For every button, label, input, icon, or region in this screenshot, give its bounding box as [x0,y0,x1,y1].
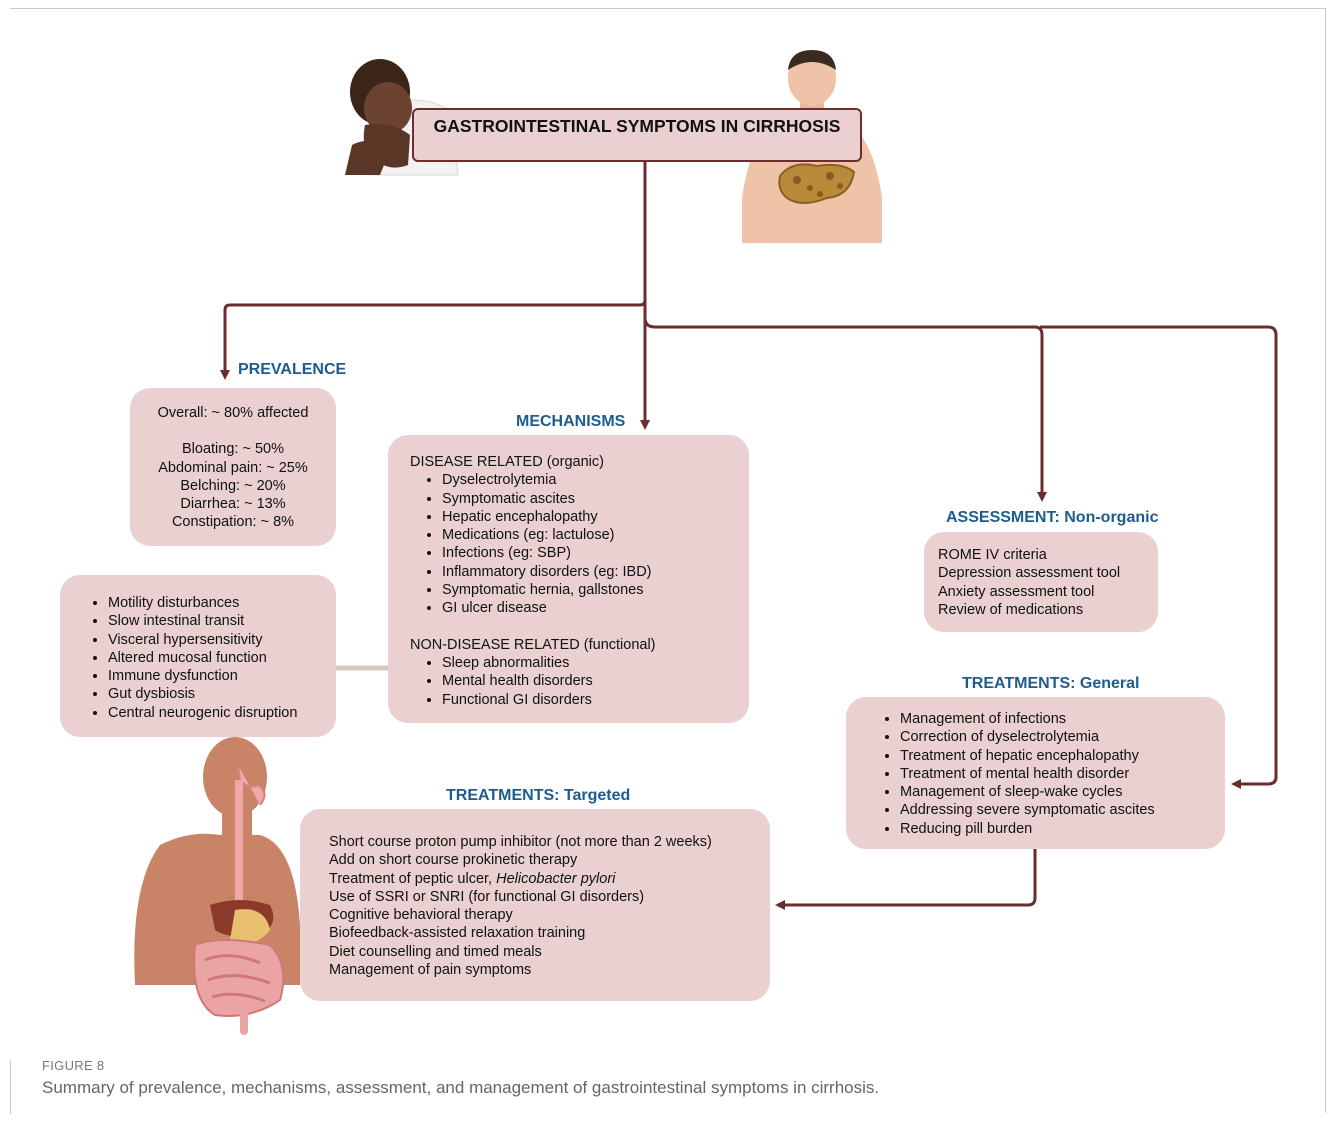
assessment-heading: ASSESSMENT: Non-organic [946,509,1159,526]
non-disease-item: Sleep abnormalities [442,654,749,672]
disease-item: Hepatic encephalopathy [442,508,749,526]
non-disease-related-label: NON-DISEASE RELATED (functional) [410,636,656,653]
general-treatment-item: Treatment of mental health disorder [900,765,1225,783]
treatments-general-box: Management of infections Correction of d… [846,697,1225,849]
targeted-item-organism: Helicobacter pylori [496,870,616,887]
mechanisms-box: DISEASE RELATED (organic) Dyselectrolyte… [388,435,749,723]
targeted-treatment-item: Management of pain symptoms [329,962,532,979]
targeted-treatment-item: Treatment of peptic ulcer, Helicobacter … [329,870,770,888]
functional-mechanism-item: Motility disturbances [108,594,336,612]
non-disease-item: Mental health disorders [442,672,749,690]
targeted-treatment-item: Add on short course prokinetic therapy [329,852,578,869]
assessment-item: Review of medications [938,601,1084,618]
prevalence-box: Overall: ~ 80% affected Bloating: ~ 50% … [130,388,336,546]
arrow-to-assessment [643,317,1047,502]
arrow-to-treatments-targeted [775,848,1037,910]
functional-mechanism-item: Altered mucosal function [108,649,336,667]
functional-mechanism-item: Slow intestinal transit [108,612,336,630]
general-treatment-item: Management of infections [900,710,1225,728]
prevalence-overall: Overall: ~ 80% affected [157,405,309,421]
assessment-box: ROME IV criteria Depression assessment t… [924,532,1158,632]
disease-related-label: DISEASE RELATED (organic) [410,454,604,470]
disease-item: Infections (eg: SBP) [442,544,749,562]
assessment-item: ROME IV criteria [938,547,1047,563]
general-treatment-item: Addressing severe symptomatic ascites [900,801,1225,819]
prevalence-heading: PREVALENCE [238,361,347,378]
non-disease-item: Functional GI disorders [442,691,749,709]
figure-frame [10,8,1326,1113]
figure-label: FIGURE 8 [42,1058,105,1073]
disease-item: GI ulcer disease [442,599,749,617]
prevalence-item: Bloating: ~ 50% [182,441,284,458]
assessment-item: Depression assessment tool [938,565,1121,582]
assessment-item: Anxiety assessment tool [938,583,1095,600]
prevalence-item: Constipation: ~ 8% [171,514,295,531]
disease-item: Medications (eg: lactulose) [442,526,749,544]
general-treatment-item: Correction of dyselectrolytemia [900,728,1225,746]
disease-item: Dyselectrolytemia [442,471,749,489]
functional-mechanism-item: Visceral hypersensitivity [108,631,336,649]
targeted-treatment-item: Use of SSRI or SNRI (for functional GI d… [329,888,645,905]
treatments-targeted-heading: TREATMENTS: Targeted [446,787,631,804]
figure-caption: Summary of prevalence, mechanisms, asses… [42,1078,880,1097]
treatments-general-heading: TREATMENTS: General [962,675,1140,692]
arrow-to-treatments-general [1040,325,1278,789]
mechanisms-heading: MECHANISMS [516,413,626,430]
prevalence-item: Abdominal pain: ~ 25% [158,459,308,476]
treatments-targeted-box: Short course proton pump inhibitor (not … [300,809,770,1001]
disease-item: Symptomatic hernia, gallstones [442,581,749,599]
targeted-item-text: Treatment of peptic ulcer, [329,870,497,887]
disease-item: Symptomatic ascites [442,490,749,508]
general-treatment-item: Management of sleep-wake cycles [900,783,1225,801]
diagram-title: GASTROINTESTINAL SYMPTOMS IN CIRRHOSIS [412,108,862,162]
general-treatment-item: Treatment of hepatic encephalopathy [900,747,1225,765]
targeted-treatment-item: Biofeedback-assisted relaxation training [329,925,586,942]
functional-mechanism-item: Gut dysbiosis [108,685,336,703]
figure-frame-edge [10,1060,11,1114]
general-treatment-item: Reducing pill burden [900,820,1225,838]
digestive-system-illustration [134,737,300,1035]
targeted-treatment-item: Short course proton pump inhibitor (not … [329,834,712,850]
disease-item: Inflammatory disorders (eg: IBD) [442,563,749,581]
functional-mechanism-item: Central neurogenic disruption [108,704,336,722]
functional-mechanisms-box: Motility disturbances Slow intestinal tr… [60,575,336,737]
targeted-treatment-item: Diet counselling and timed meals [329,943,542,960]
prevalence-item: Belching: ~ 20% [180,477,286,494]
functional-mechanism-item: Immune dysfunction [108,667,336,685]
targeted-treatment-item: Cognitive behavioral therapy [329,907,513,924]
prevalence-item: Diarrhea: ~ 13% [180,496,286,513]
arrow-to-prevalence [220,299,647,380]
